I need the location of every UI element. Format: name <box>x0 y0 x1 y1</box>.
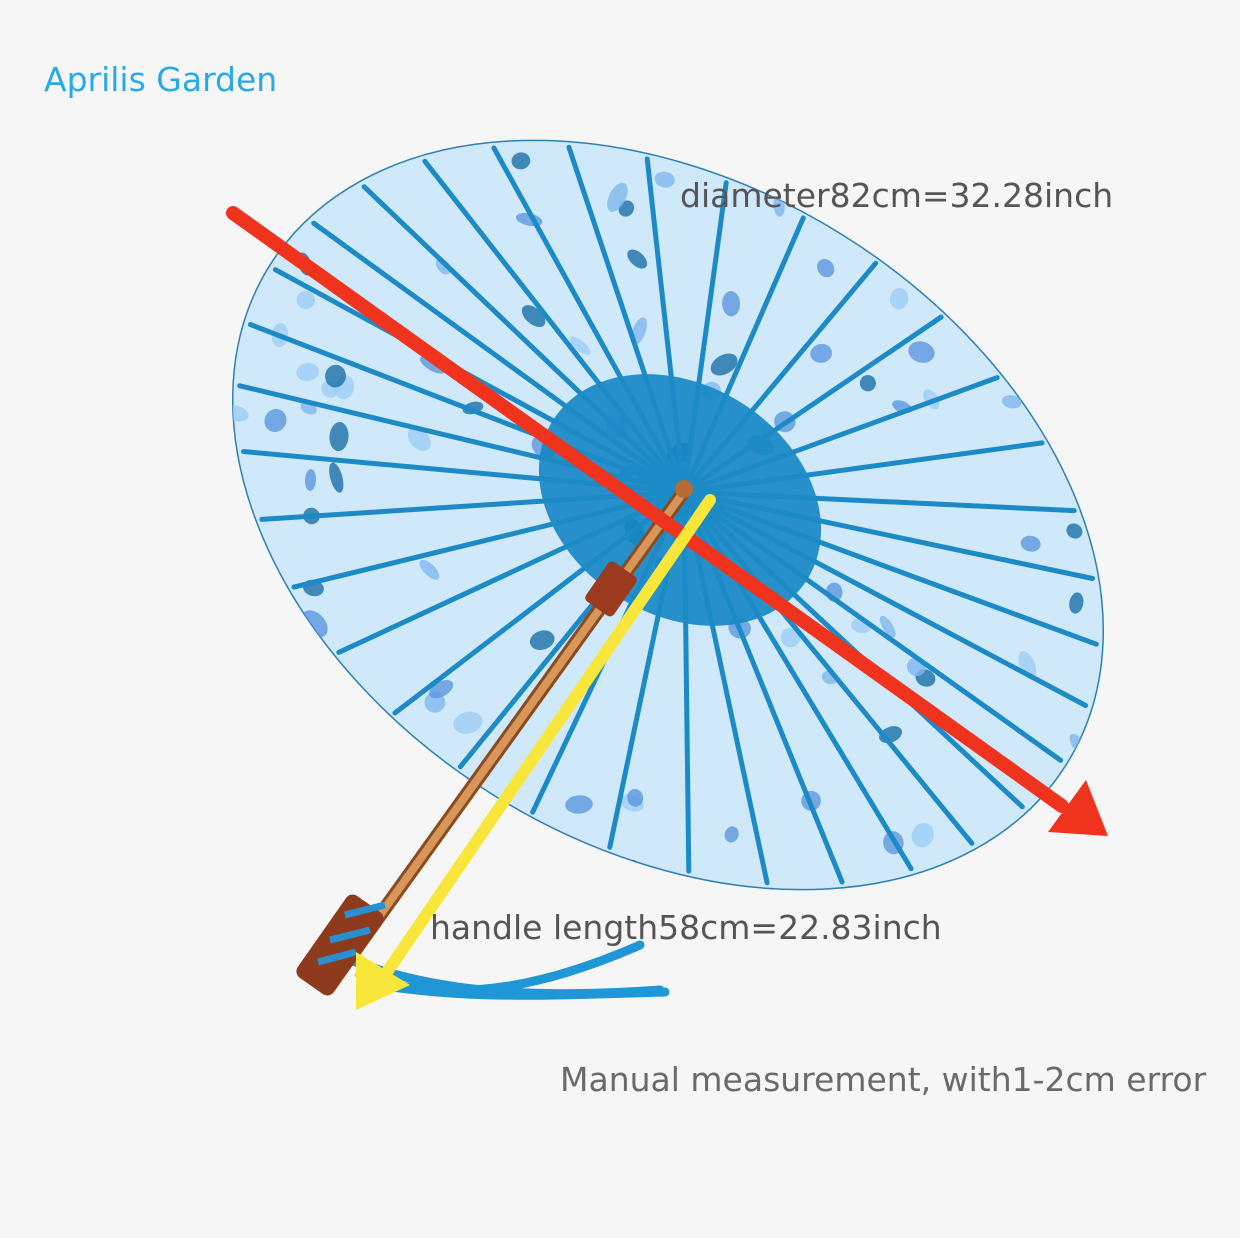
petal <box>293 185 313 199</box>
petal <box>223 499 237 522</box>
petal <box>810 343 833 363</box>
petal <box>304 469 317 491</box>
petal <box>1001 395 1022 409</box>
parasol-rib <box>681 489 1095 581</box>
handle-arrow <box>356 494 716 1010</box>
petal <box>529 630 555 651</box>
petal <box>908 341 935 363</box>
parasol-rib <box>681 489 1089 708</box>
petal <box>627 789 644 807</box>
petal <box>1069 592 1084 614</box>
petal <box>322 814 349 832</box>
petal <box>780 628 801 648</box>
diameter-arrow <box>226 206 1108 836</box>
petal <box>724 826 739 843</box>
petal <box>407 427 431 451</box>
petal <box>453 711 483 734</box>
petal <box>1056 133 1076 150</box>
petal <box>654 171 675 188</box>
petal <box>336 678 348 709</box>
petal <box>329 422 349 452</box>
petal <box>305 685 327 707</box>
petal <box>296 290 316 310</box>
parasol-rib <box>681 260 879 495</box>
petal <box>879 615 896 638</box>
parasol-rib <box>361 184 687 495</box>
petal <box>924 232 944 252</box>
petal <box>289 833 311 854</box>
parasol-rib <box>681 440 1045 495</box>
petal <box>227 703 248 726</box>
petal <box>435 258 451 275</box>
parasol-rib <box>681 489 1077 514</box>
petal <box>999 849 1022 872</box>
parasol-rib <box>491 145 687 495</box>
petal <box>296 362 320 382</box>
petal <box>419 356 446 374</box>
measurement-note: Manual measurement, with1-2cm error <box>560 1060 1207 1099</box>
petal <box>222 873 244 894</box>
petal <box>950 267 972 284</box>
parasol-rib <box>681 489 975 846</box>
parasol-rib <box>681 489 692 874</box>
parasol-rib <box>566 144 687 495</box>
petal <box>336 751 359 770</box>
petal <box>1066 523 1083 539</box>
parasol-rib <box>247 322 687 495</box>
parasol-rib <box>681 375 1000 495</box>
parasol-rib <box>681 489 1099 647</box>
petal <box>607 182 628 212</box>
petal <box>526 868 545 898</box>
parasol-rib <box>681 489 770 886</box>
petal <box>722 291 741 317</box>
parasol-rib <box>422 158 687 495</box>
handle-length-label: handle length58cm=22.83inch <box>430 908 942 947</box>
petal <box>419 559 440 580</box>
petal <box>1020 535 1041 552</box>
parasol-rib <box>681 489 1064 763</box>
parasol-rib <box>681 215 806 495</box>
petal <box>234 727 256 748</box>
petal <box>817 258 835 278</box>
petal <box>336 136 359 164</box>
parasol-rib <box>392 489 687 716</box>
parasol-rib <box>291 489 687 590</box>
petal <box>329 462 344 493</box>
petal <box>1062 375 1079 399</box>
petal <box>710 353 738 376</box>
petal <box>363 130 392 155</box>
petal <box>631 317 647 345</box>
diameter-label: diameter82cm=32.28inch <box>680 176 1114 215</box>
brand-name: Aprilis Garden <box>44 60 278 99</box>
parasol-rib <box>272 267 687 495</box>
handle <box>296 480 693 996</box>
parasol-rib <box>681 180 729 495</box>
petal <box>570 336 591 355</box>
petal <box>325 364 346 388</box>
petal <box>889 287 909 310</box>
petal <box>625 859 641 891</box>
petal <box>859 375 876 392</box>
petal <box>264 408 287 433</box>
petal <box>565 795 593 814</box>
petal <box>370 733 390 757</box>
petal <box>290 145 314 167</box>
petal <box>235 267 257 290</box>
petal <box>627 249 648 269</box>
parasol-rib <box>681 314 944 495</box>
petal <box>1011 333 1026 349</box>
parasol-rib <box>311 220 687 495</box>
parasol-rib <box>336 489 687 655</box>
parasol-rib <box>644 156 687 495</box>
parasol-rib <box>259 489 687 522</box>
petal <box>1053 357 1077 385</box>
petal <box>511 152 531 170</box>
petal <box>911 823 934 848</box>
petal <box>289 796 309 819</box>
